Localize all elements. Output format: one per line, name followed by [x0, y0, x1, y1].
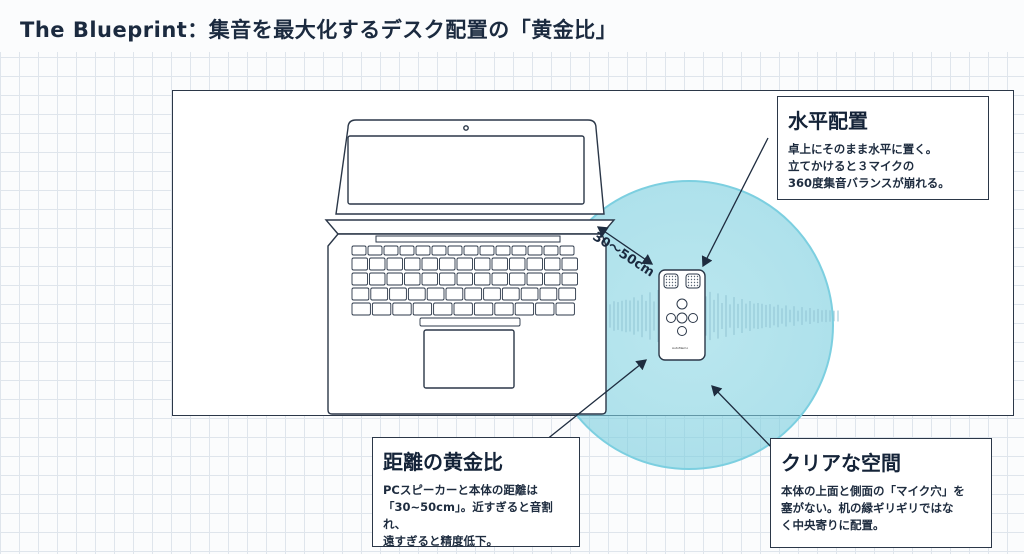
distance-pointer-arrow — [545, 359, 648, 441]
callout-horizontal-heading: 水平配置 — [788, 109, 868, 133]
sound-waveform — [589, 284, 839, 348]
distance-arrow — [596, 226, 654, 265]
callout-line: 「30~50cm」。近すぎると音割れ、 — [383, 500, 553, 531]
callout-distance-text: PCスピーカーと本体の距離は 「30~50cm」。近すぎると音割れ、 遠すぎると… — [383, 482, 569, 550]
callout-line: 360度集音バランスが崩れる。 — [788, 176, 950, 190]
callout-distance-heading: 距離の黄金比 — [383, 450, 503, 474]
callout-space-text: 本体の上面と側面の「マイク穴」を 塞がない。机の縁ギリギリではな く中央寄りに配… — [781, 483, 981, 534]
callout-line: 立てかけると３マイクの — [788, 159, 915, 173]
callout-line: 卓上にそのまま水平に置く。 — [788, 142, 938, 156]
horizontal-pointer-arrow — [701, 137, 769, 268]
callout-horizontal: 水平配置 卓上にそのまま水平に置く。 立てかけると３マイクの 360度集音バラン… — [777, 96, 989, 200]
automemo-device: AutoMemo — [658, 269, 706, 361]
callout-distance: 距離の黄金比 PCスピーカーと本体の距離は 「30~50cm」。近すぎると音割れ… — [372, 437, 580, 550]
callout-line: 塞がない。机の縁ギリギリではな — [781, 501, 954, 515]
callout-space-heading: クリアな空間 — [781, 451, 901, 475]
callout-line: PCスピーカーと本体の距離は — [383, 483, 538, 497]
laptop — [324, 119, 616, 415]
space-pointer-arrow — [711, 385, 777, 453]
callout-horizontal-text: 卓上にそのまま水平に置く。 立てかけると３マイクの 360度集音バランスが崩れる… — [788, 141, 978, 192]
callout-line: く中央寄りに配置。 — [781, 518, 885, 532]
mic-icon — [676, 298, 688, 310]
device-brand-label: AutoMemo — [672, 346, 688, 350]
callout-space: クリアな空間 本体の上面と側面の「マイク穴」を 塞がない。机の縁ギリギリではな … — [770, 438, 992, 548]
callout-line: 本体の上面と側面の「マイク穴」を — [781, 484, 965, 498]
title-band — [0, 0, 1024, 52]
callout-line: 遠すぎると精度低下。 — [383, 534, 498, 548]
page-title: The Blueprint：集音を最大化するデスク配置の「黄金比」 — [20, 18, 618, 42]
